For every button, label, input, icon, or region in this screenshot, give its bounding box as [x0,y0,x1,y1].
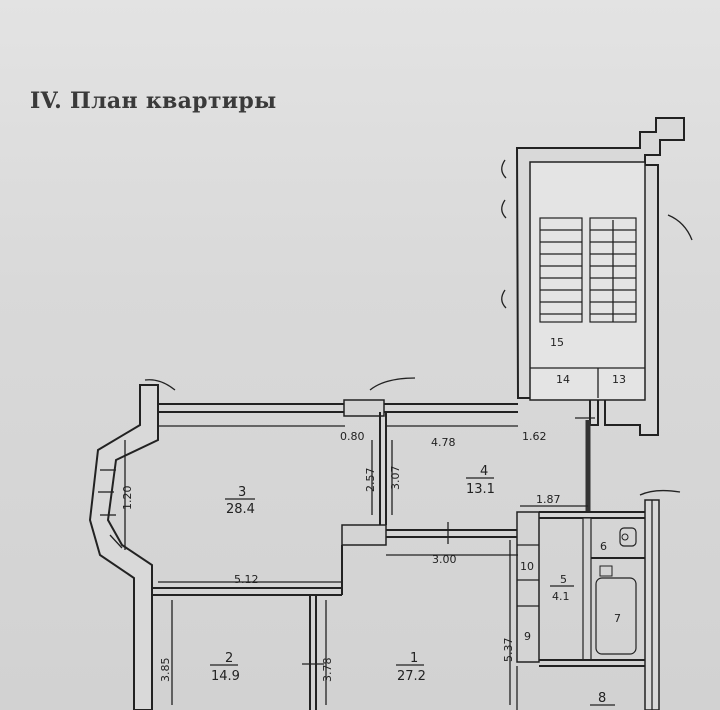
top-wall [158,377,518,417]
room-1-area: 27.2 [397,669,426,684]
stair-flight-left [539,217,583,323]
room-5-area: 4.1 [552,590,570,603]
dim-4-78: 4.78 [431,436,456,449]
dim-5-37: 5.37 [502,638,515,663]
room-3-label: 3 28.4 [225,485,255,517]
room-13-number: 13 [612,373,626,386]
room-4-area: 13.1 [466,482,495,497]
window-mark [501,289,507,309]
room-15-number: 15 [550,336,564,349]
plan-title: IV. План квартиры [30,88,277,114]
room-1-number: 1 [410,651,418,666]
room-8-label: 8 [590,691,615,706]
room-8-number: 8 [598,691,606,706]
dim-2-57: 2.57 [364,468,377,493]
room-6-number: 6 [600,540,607,553]
room-3-number: 3 [238,485,246,500]
dim-1-62: 1.62 [522,430,547,443]
room-5-label: 5 4.1 [550,573,574,603]
room-3-area: 28.4 [226,502,255,517]
room-14-number: 14 [556,373,570,386]
room-4-number: 4 [480,464,488,479]
room-10-number: 10 [520,560,534,573]
dim-1-20: 1.20 [121,486,134,511]
dim-3-07: 3.07 [389,466,402,491]
dim-5-12: 5.12 [234,573,259,586]
room-7-number: 7 [614,612,621,625]
room-2-number: 2 [225,651,233,666]
stair-flight-right [589,217,637,323]
dim-3-85: 3.85 [159,658,172,683]
stairwell: 15 14 13 [501,117,693,436]
window-mark [501,199,507,219]
partitions [152,412,681,710]
dim-0-80: 0.80 [340,430,365,443]
dim-3-00: 3.00 [432,553,457,566]
window-mark [501,159,507,179]
room-2-label: 2 14.9 [210,651,240,684]
room-2-area: 14.9 [211,669,240,684]
room-1-label: 1 27.2 [396,651,426,684]
window-mark [667,214,693,241]
bay-window [88,379,176,710]
dimension-lines [124,425,588,705]
room-5-number: 5 [560,573,567,586]
dim-3-78: 3.78 [321,658,334,683]
room-4-label: 4 13.1 [466,464,495,497]
room-9-number: 9 [524,630,531,643]
dim-1-87: 1.87 [536,493,561,506]
